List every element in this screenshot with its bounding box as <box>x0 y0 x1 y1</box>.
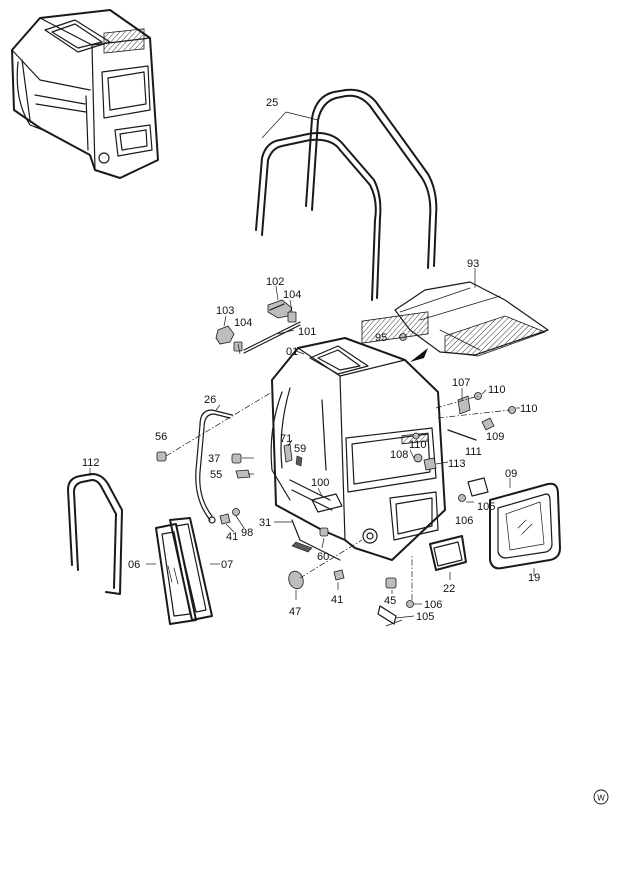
part-113-lock <box>423 457 437 471</box>
label-26: 26 <box>204 394 216 406</box>
part-103-clip <box>215 325 235 345</box>
part-59-screw <box>295 455 303 467</box>
part-60-grommet <box>319 527 329 537</box>
label-104: 104 <box>283 289 301 301</box>
label-71: 71 <box>280 433 292 445</box>
label-31: 31 <box>259 517 271 529</box>
label-60: 60 <box>317 551 329 563</box>
watermark-badge: W <box>593 789 609 805</box>
label-06: 06 <box>128 559 140 571</box>
part-111-latch <box>447 429 477 441</box>
part-09-side-glass <box>489 482 561 570</box>
label-56: 56 <box>155 431 167 443</box>
label-107: 107 <box>452 377 470 389</box>
label-103: 103 <box>216 305 234 317</box>
label-01: 01 <box>286 346 298 358</box>
part-37-grommet <box>231 453 242 464</box>
label-25: 25 <box>266 97 278 109</box>
part-22-seal <box>429 535 467 571</box>
label-47: 47 <box>289 606 301 618</box>
part-01-cab-frame <box>270 311 446 561</box>
part-45-grommet <box>385 577 397 589</box>
label-110: 110 <box>488 384 506 396</box>
label-07: 07 <box>221 559 233 571</box>
part-07-glass-seal <box>169 517 213 621</box>
part-93-roof-sheet <box>394 281 549 357</box>
label-112: 112 <box>82 457 100 469</box>
label-55: 55 <box>210 469 222 481</box>
part-71-hook <box>283 443 293 463</box>
label-37: 37 <box>208 453 220 465</box>
part-104-clip-lower <box>233 341 243 352</box>
label-108: 108 <box>390 449 408 461</box>
label-22: 22 <box>443 583 455 595</box>
label-100: 100 <box>311 477 329 489</box>
label-109: 109 <box>486 431 504 443</box>
label-110: 110 <box>409 439 427 451</box>
label-104: 104 <box>234 317 252 329</box>
part-98-nut <box>232 508 240 516</box>
part-107-bracket <box>457 395 471 415</box>
label-95: 95 <box>375 332 387 344</box>
label-110: 110 <box>520 403 538 415</box>
part-106-bolt-a <box>458 494 466 502</box>
label-113: 113 <box>448 458 466 470</box>
part-56-grommet <box>156 451 167 462</box>
label-106: 106 <box>455 515 473 527</box>
part-labels: 25 93 102 104 103 104 101 95 01 107 110 … <box>82 97 540 623</box>
part-101-rod <box>243 321 301 354</box>
label-102: 102 <box>266 276 284 288</box>
label-09: 09 <box>505 468 517 480</box>
part-110-bolt-c <box>412 432 420 440</box>
label-41: 41 <box>331 594 343 606</box>
part-26-harness <box>195 409 233 524</box>
part-47-cap <box>288 570 304 590</box>
part-109-spacer <box>481 417 495 431</box>
label-41: 41 <box>226 531 238 543</box>
label-93: 93 <box>467 258 479 270</box>
part-105-bracket-b <box>377 605 397 625</box>
assembly-arrow <box>410 348 428 362</box>
label-105: 105 <box>416 611 434 623</box>
part-104-clip-upper <box>287 311 297 323</box>
label-111: 111 <box>465 446 482 458</box>
label-106: 106 <box>424 599 442 611</box>
part-105-bracket-a <box>467 477 489 497</box>
part-112-door-seal <box>67 473 123 595</box>
part-100-plate <box>311 493 343 513</box>
label-59: 59 <box>294 443 306 455</box>
label-98: 98 <box>241 527 253 539</box>
label-45: 45 <box>384 595 396 607</box>
part-108-handle <box>413 453 423 463</box>
part-25-weatherstrip <box>255 88 438 301</box>
part-41-clip-a <box>219 513 231 525</box>
part-106-bolt-b <box>406 600 414 608</box>
label-19: 19 <box>528 572 540 584</box>
watermark-letter: W <box>597 794 605 803</box>
label-101: 101 <box>298 326 316 338</box>
part-41-clip-b <box>333 569 345 581</box>
overview-cab-illustration <box>11 9 159 179</box>
label-105: 105 <box>477 501 495 513</box>
part-31-floor-member <box>291 519 341 561</box>
part-55-clip <box>235 469 251 479</box>
